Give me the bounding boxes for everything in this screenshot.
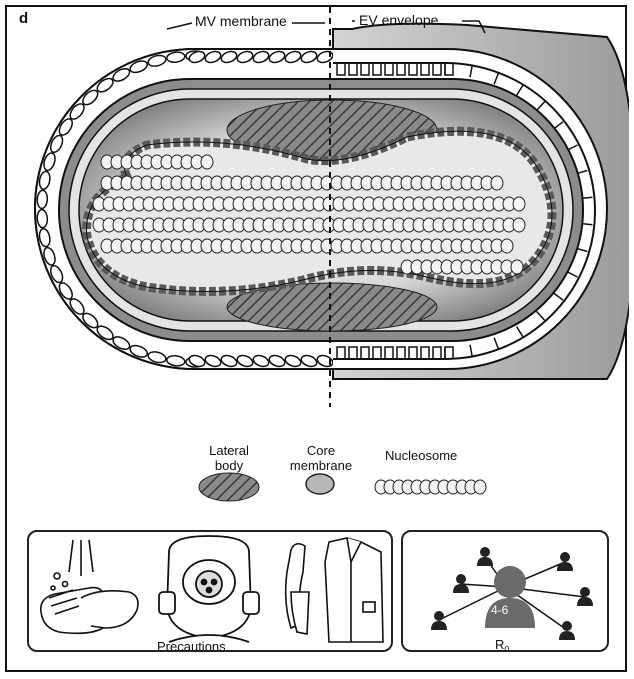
lateral-body-label-line2: body: [197, 458, 261, 473]
r0-value: 4-6: [491, 603, 508, 617]
r0-label: R0: [495, 637, 509, 652]
r0-subscript: 0: [504, 645, 509, 652]
r0-panel: 4-6 R0: [401, 530, 609, 652]
precautions-panel: Precautions: [27, 530, 393, 652]
center-person-icon: [485, 566, 535, 628]
hand-washing-icon: [41, 540, 138, 633]
precautions-label: Precautions: [157, 639, 226, 652]
figure-frame: d MV membrane EV envelope Lateral body C…: [5, 5, 627, 672]
lab-coat-gloves-icon: [286, 538, 383, 642]
precautions-icons: [29, 532, 391, 650]
r0-symbol: R: [495, 637, 504, 652]
core-membrane-legend-icon: [306, 474, 334, 494]
nucleosome-legend-icon: [375, 480, 486, 494]
mv-membrane-label: MV membrane: [195, 13, 287, 29]
core-membrane-legend-label: Core membrane: [285, 443, 357, 473]
transmission-icons: [403, 532, 607, 650]
respirator-mask-icon: [159, 536, 259, 642]
core-membrane-label-line2: membrane: [285, 458, 357, 473]
lateral-body-legend-label: Lateral body: [197, 443, 261, 473]
panel-letter: d: [19, 10, 28, 27]
lateral-body-legend-icon: [199, 473, 259, 501]
nucleosome-legend-label: Nucleosome: [385, 448, 457, 463]
lateral-body-label-line1: Lateral: [197, 443, 261, 458]
ev-envelope-label: EV envelope: [359, 12, 438, 28]
lateral-body-bottom: [227, 283, 437, 331]
core-membrane-label-line1: Core: [285, 443, 357, 458]
